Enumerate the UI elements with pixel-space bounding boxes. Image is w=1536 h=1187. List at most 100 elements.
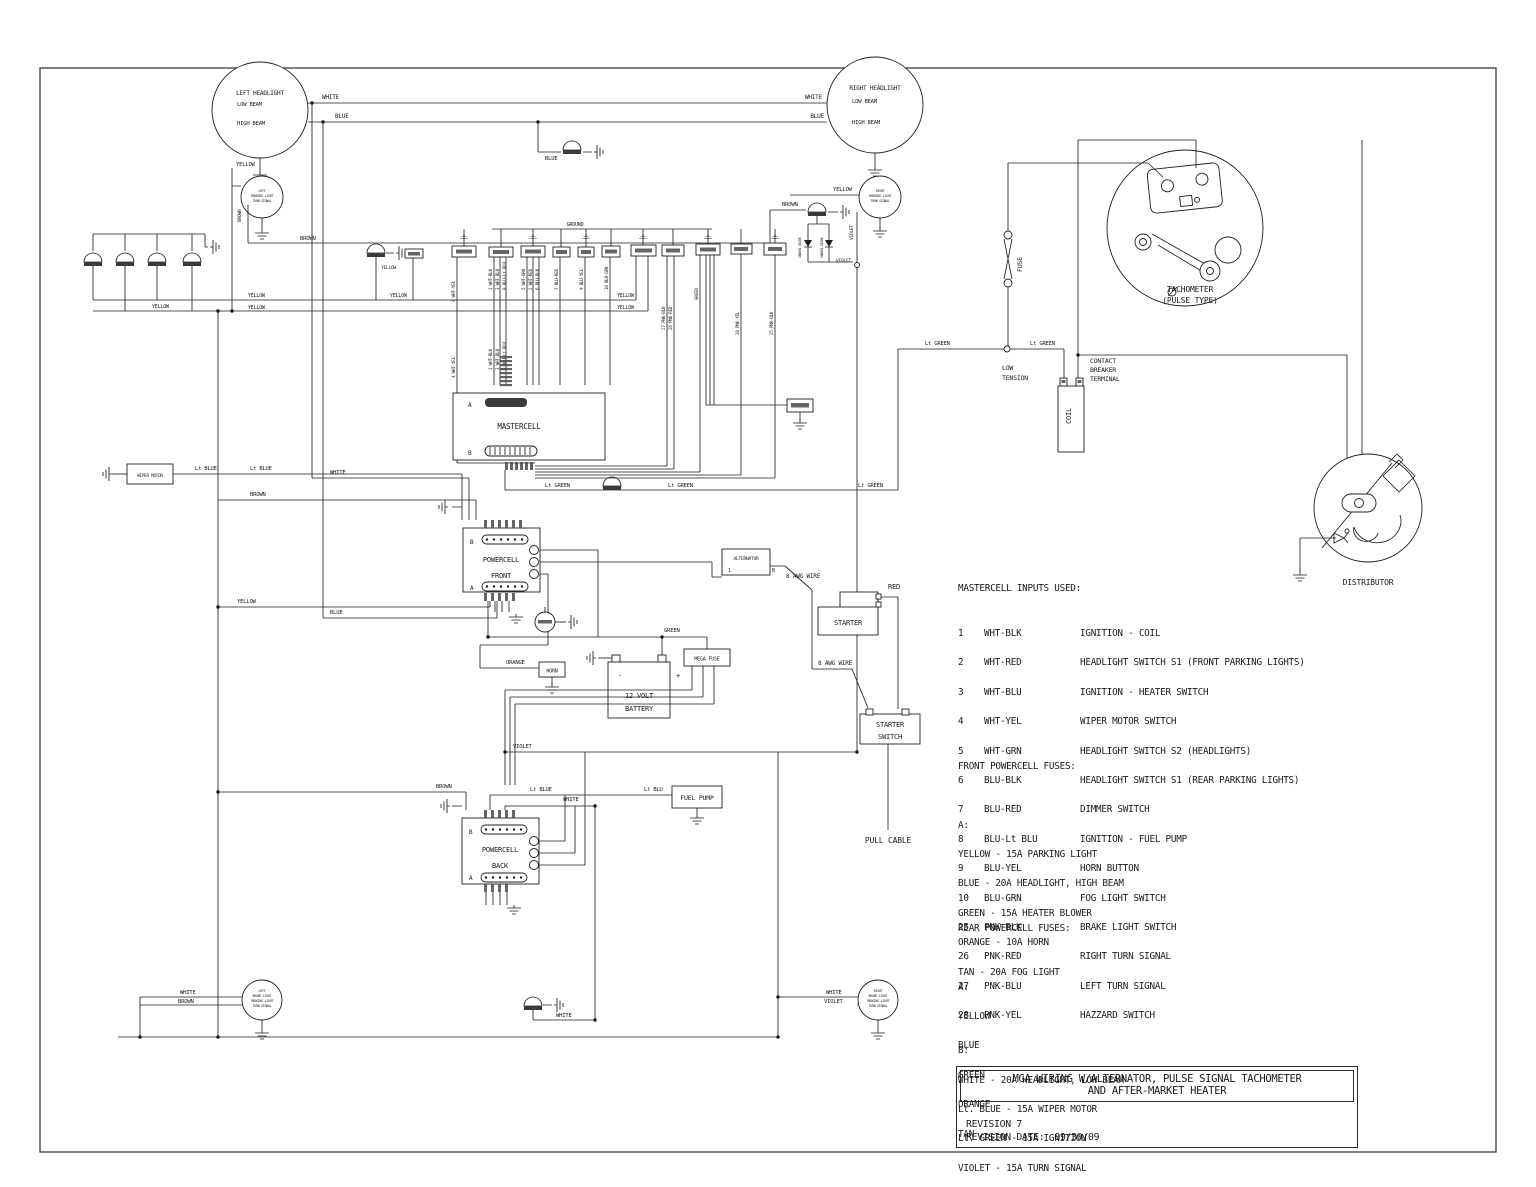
switch-input-wires bbox=[456, 254, 787, 479]
front-parking-section: LEFT PARKING LIGHT TURN SIGNAL RIGHT PAR… bbox=[83, 162, 902, 1037]
front-fuses-legend: FRONT POWERCELL FUSES: A: YELLOW - 15A P… bbox=[958, 742, 1362, 1187]
wire-label: YELLOW bbox=[381, 265, 397, 271]
fuel-pump-label: FUEL PUMP bbox=[680, 794, 714, 802]
battery-pos-terminal bbox=[657, 654, 667, 663]
plus-sign: + bbox=[676, 672, 680, 680]
wire-label: VIOLET bbox=[513, 744, 533, 750]
ground-icon bbox=[593, 144, 604, 160]
fuse-list-a: A: YELLOW BLUE GREEN ORANGE TAN bbox=[958, 981, 991, 1140]
wire-label: WHITE bbox=[826, 990, 842, 996]
ground-icon bbox=[689, 814, 705, 825]
ground-icon bbox=[870, 1029, 886, 1040]
wire-label: YELLOW bbox=[236, 162, 256, 168]
powercell-back-wires bbox=[218, 752, 779, 1037]
lamp-text: RIGHT bbox=[876, 189, 885, 193]
wire-tag: 7 BLU-RED bbox=[554, 268, 559, 290]
lamp-text: BRAKE LIGHT bbox=[869, 994, 888, 998]
lamp-text: PARKING LIGHT bbox=[867, 999, 890, 1003]
indicator-lamp bbox=[366, 243, 386, 258]
wire-label: Lt GREEN bbox=[1030, 341, 1055, 347]
wire-tag: 10 BLU-GRN bbox=[604, 266, 609, 290]
wire-label: BLUE bbox=[335, 113, 349, 120]
wire-label: Lt GREEN bbox=[545, 483, 570, 489]
wire-label: YELLOW bbox=[248, 305, 266, 311]
wire-label: Lt BLUE bbox=[195, 466, 217, 472]
ground-icon bbox=[567, 614, 578, 630]
battery-label: 12 VOLT bbox=[625, 692, 654, 700]
wire-label: VIOLET bbox=[824, 999, 844, 1005]
legend-heading: MASTERCELL INPUTS USED: bbox=[958, 582, 1081, 594]
output-terminal bbox=[529, 557, 539, 567]
distributor-label: DISTRIBUTOR bbox=[1343, 578, 1394, 587]
legend-heading: FRONT POWERCELL FUSES: bbox=[958, 760, 1076, 772]
wire-tag: 3 WHT-BLU bbox=[495, 268, 500, 290]
ground-icon bbox=[438, 499, 449, 515]
switch-terminal bbox=[901, 708, 910, 716]
wire-tag: GREEN bbox=[694, 288, 699, 300]
diode-icon bbox=[804, 240, 833, 247]
starter-solenoid bbox=[839, 591, 879, 610]
lamp-text: PARKING LIGHT bbox=[869, 194, 892, 198]
brake-light-switch-box bbox=[763, 242, 787, 256]
ground-icon bbox=[553, 997, 564, 1013]
wire-tag: 26 PNK-RED bbox=[668, 306, 673, 330]
connector-b-label: B bbox=[469, 829, 473, 836]
wire-tag: 1 WHT-BLK bbox=[488, 348, 493, 370]
ground-icon bbox=[586, 650, 597, 666]
tach-detail bbox=[1214, 236, 1242, 264]
powercell-back-section: BROWN Lt BLUE Lt BLU WHITE B POWERCELL B… bbox=[218, 752, 779, 1037]
fog-relay-box bbox=[630, 244, 657, 257]
ground-icon bbox=[839, 204, 850, 220]
starter-box bbox=[817, 606, 879, 636]
wire-label: BLUE bbox=[810, 113, 824, 120]
tach-detail bbox=[1167, 286, 1178, 297]
wire-label: BROWN bbox=[436, 784, 452, 790]
pin-block bbox=[484, 884, 508, 892]
alternator-terminal-b: B bbox=[772, 568, 775, 574]
connector-a-label: A bbox=[468, 402, 472, 409]
ground-icon bbox=[792, 419, 808, 430]
tach-detail bbox=[1139, 238, 1147, 246]
left-headlight-label: LEFT HEADLIGHT bbox=[236, 90, 284, 97]
low-beam-label: LOW BEAM bbox=[237, 102, 263, 108]
lamp-text: LEFT bbox=[259, 189, 266, 193]
fuse-list-a: A: YELLOW - 15A PARKING LIGHT BLUE - 20A… bbox=[958, 819, 1124, 978]
wire-label: YELLOW bbox=[617, 293, 635, 299]
solenoid-terminal bbox=[875, 601, 882, 608]
wire-label: VIOLET bbox=[836, 258, 852, 264]
sheet-border bbox=[39, 67, 1497, 1153]
alternator-box bbox=[721, 548, 771, 576]
lamp-text: RIGHT bbox=[874, 989, 883, 993]
ground-icon bbox=[209, 239, 220, 255]
wire-label: YELLOW bbox=[617, 305, 635, 311]
turn-indicator-lamp bbox=[807, 202, 827, 217]
ground-icon bbox=[544, 683, 560, 694]
diode-label: 1N4001 DIODE bbox=[820, 237, 824, 258]
ignition-indicator-lamp bbox=[602, 476, 622, 491]
wire-label: VIOLET bbox=[849, 224, 855, 240]
wire-tag: 4 WHT-YEL bbox=[451, 356, 456, 378]
ground-icon bbox=[395, 245, 406, 261]
wire-tag: 3 WHT-BLU bbox=[495, 348, 500, 370]
starter-switch-label: STARTER bbox=[876, 721, 905, 729]
fuse-end bbox=[1003, 230, 1013, 240]
wire-tag: 28 PNK-YEL bbox=[735, 311, 740, 335]
wire-label: YELLOW bbox=[833, 187, 853, 193]
ground-icon bbox=[506, 904, 522, 915]
solenoid-terminal bbox=[875, 593, 882, 600]
connector-b-label: B bbox=[470, 539, 474, 546]
ground-icon bbox=[872, 227, 888, 238]
label-smudge bbox=[408, 252, 420, 256]
wire-label: Lt GREEN bbox=[668, 483, 693, 489]
right-headlight-label: RIGHT HEADLIGHT bbox=[849, 85, 901, 92]
connector-a bbox=[480, 872, 528, 883]
wire-label: ORANGE bbox=[506, 660, 525, 666]
ignition-wires bbox=[898, 139, 1363, 531]
